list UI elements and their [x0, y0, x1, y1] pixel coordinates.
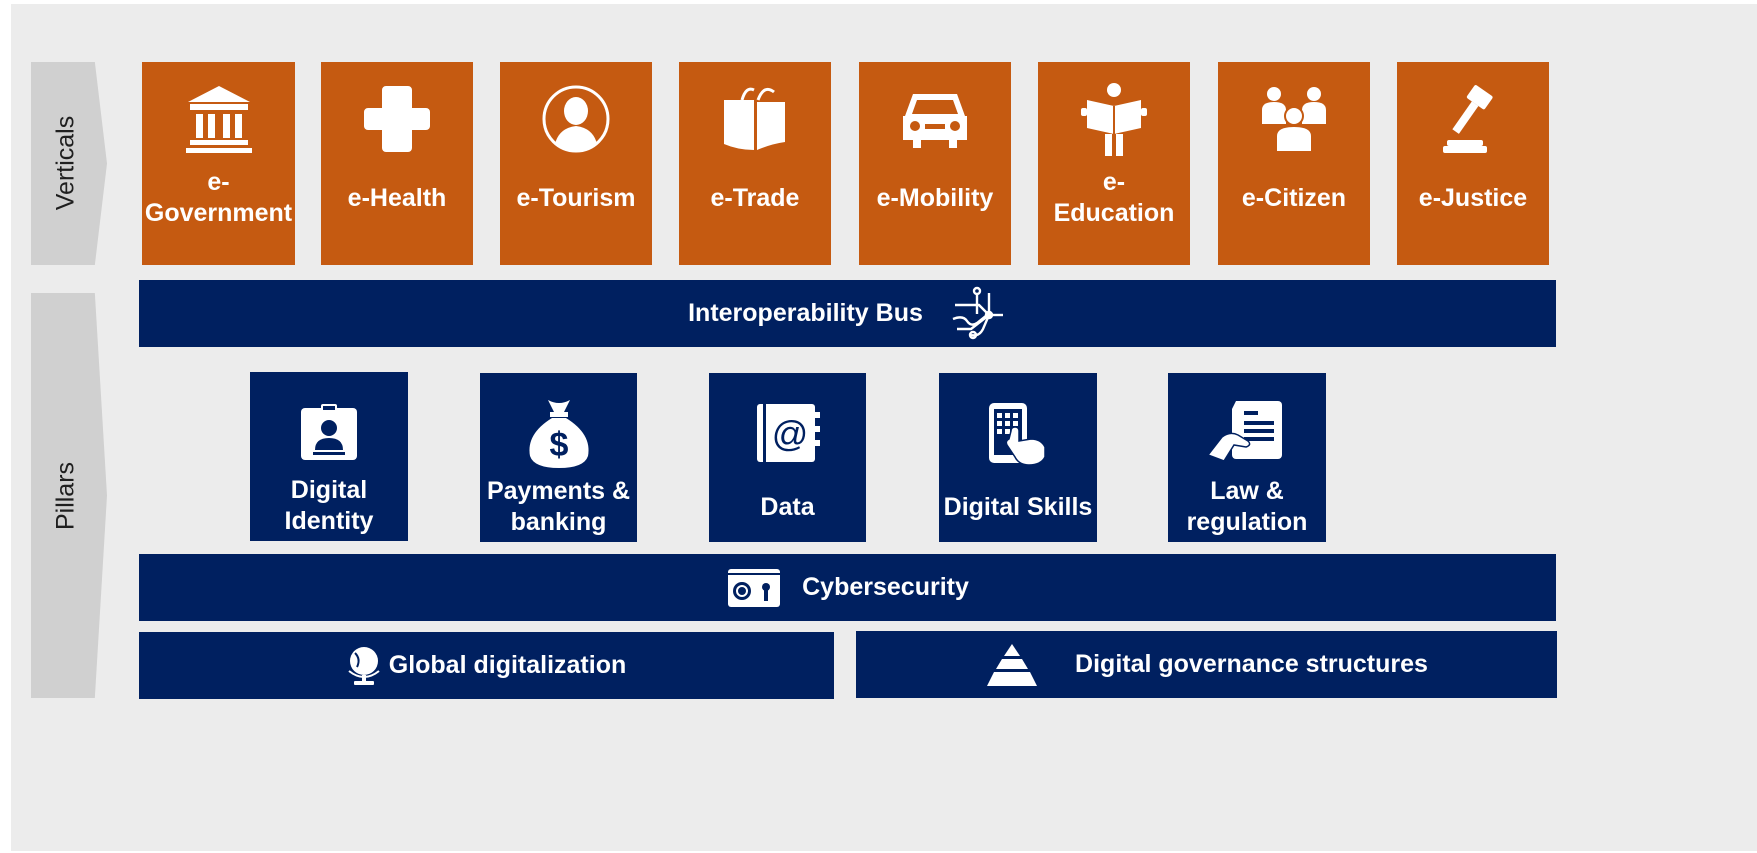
money-bag-icon: $ [526, 393, 592, 472]
reading-person-icon [1079, 78, 1149, 160]
document-hand-icon [1206, 393, 1288, 472]
vertical-tile-e-tourism: e-Tourism [500, 62, 652, 265]
people-group-icon [1258, 78, 1330, 160]
person-portrait-icon [541, 78, 611, 160]
vertical-label: e-Mobility [876, 183, 994, 212]
vertical-tile-e-trade: e-Trade [679, 62, 831, 265]
cybersecurity-bar: Cybersecurity [139, 554, 1556, 621]
pyramid-icon [985, 642, 1039, 688]
svg-text:@: @ [771, 413, 808, 454]
gavel-icon [1437, 78, 1509, 160]
pillar-tile-digital-skills: Digital Skills [939, 373, 1097, 542]
network-nodes-icon [949, 285, 1007, 343]
vertical-tile-e-citizen: e-Citizen [1218, 62, 1370, 265]
pillar-label: Law & regulation [1186, 477, 1308, 537]
global-digitalization-bar: Global digitalization [139, 632, 834, 699]
pillars-label: Pillars [51, 461, 80, 531]
svg-text:$: $ [549, 426, 568, 464]
vertical-tile-e-mobility: e-Mobility [859, 62, 1011, 265]
digital-governance-label: Digital governance structures [1075, 650, 1428, 678]
interoperability-bus-label: Interoperability Bus [688, 299, 923, 327]
tablet-touch-icon [987, 393, 1049, 472]
pillar-label: Digital Identity [284, 476, 374, 536]
pillar-label: Digital Skills [943, 492, 1093, 521]
vertical-label: e-Justice [1418, 183, 1528, 212]
pillar-label: Payments & banking [486, 477, 631, 537]
interoperability-bus: Interoperability Bus [139, 280, 1556, 347]
pillar-tile-digital-identity: Digital Identity [250, 372, 408, 541]
verticals-arrow [31, 62, 107, 265]
vertical-tile-e-health: e-Health [321, 62, 473, 265]
safe-lock-icon [726, 567, 782, 609]
car-icon [899, 78, 971, 160]
pillars-arrow [31, 293, 107, 698]
global-digitalization-label: Global digitalization [388, 651, 627, 679]
verticals-label: Verticals [51, 115, 80, 211]
digital-governance-bar: Digital governance structures [856, 631, 1557, 698]
cybersecurity-label: Cybersecurity [802, 573, 969, 601]
vertical-tile-e-justice: e-Justice [1397, 62, 1549, 265]
vertical-label: e- Government [144, 168, 293, 227]
vertical-tile-e-government: e- Government [142, 62, 295, 265]
pillar-label: Data [760, 492, 815, 521]
id-badge-icon [299, 392, 359, 471]
government-building-icon [184, 78, 254, 160]
vertical-label: e-Tourism [516, 183, 636, 212]
address-book-at-icon: @ [755, 393, 821, 472]
medical-cross-icon [362, 78, 432, 160]
pillar-tile-data: @ Data [709, 373, 866, 542]
pillar-tile-law-regulation: Law & regulation [1168, 373, 1326, 542]
vertical-label: e-Trade [710, 183, 800, 212]
vertical-label: e-Education [1053, 168, 1175, 227]
pillar-tile-payments-banking: $ Payments & banking [480, 373, 637, 542]
vertical-label: e-Citizen [1241, 183, 1347, 212]
shopping-bag-icon [720, 78, 790, 160]
globe-icon [347, 645, 381, 687]
vertical-label: e-Health [347, 183, 447, 212]
vertical-tile-e-education: e-Education [1038, 62, 1190, 265]
